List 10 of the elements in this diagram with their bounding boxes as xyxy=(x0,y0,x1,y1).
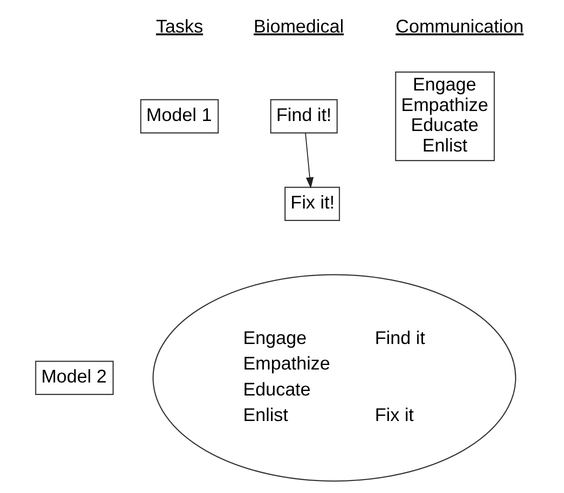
node-box: Engage Empathize Educate Enlist xyxy=(394,72,494,162)
node-box: Fix it! xyxy=(284,186,340,222)
node-ellipse: Engage Find it Empathize Educate Enlist Fix it xyxy=(152,274,516,482)
node-box: Model 2 xyxy=(34,360,114,395)
label: Biomedical xyxy=(253,15,344,36)
label: Communication xyxy=(395,15,524,36)
arrow xyxy=(304,132,314,188)
node-box: Model 1 xyxy=(140,99,218,134)
label: Tasks xyxy=(155,15,203,36)
node-box: Find it! xyxy=(270,99,338,134)
